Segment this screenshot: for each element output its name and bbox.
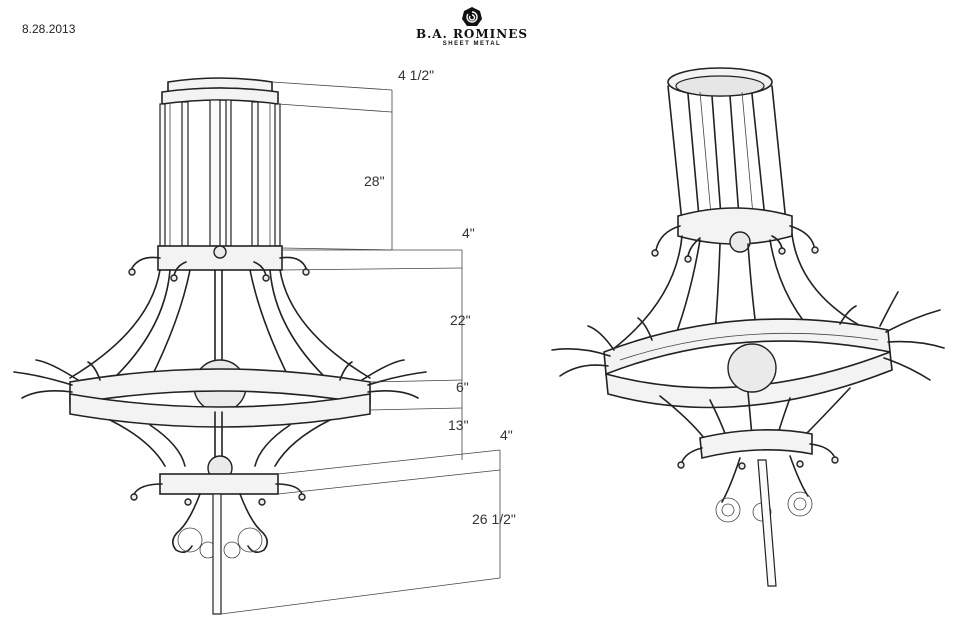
dim-lower-taper: 13" (448, 417, 469, 433)
dimension-lines (220, 81, 501, 615)
bell-arms (69, 269, 371, 383)
dim-top-band: 4 1/2" (398, 67, 434, 83)
perspective-scroll-finial (715, 455, 813, 587)
dim-lower-band: 4" (500, 427, 513, 443)
cage-rods (159, 99, 281, 247)
dim-finial: 26 1/2" (472, 511, 516, 527)
perspective-ring-spikes (551, 291, 945, 381)
logo-name: B.A. ROMINES (415, 27, 529, 41)
scroll-finial (172, 493, 268, 615)
dim-bell: 22" (450, 312, 471, 328)
drawing-date: 8.28.2013 (22, 22, 76, 36)
dim-cage: 28" (364, 173, 385, 189)
front-elevation (13, 77, 501, 615)
perspective-lower-taper (659, 387, 851, 439)
perspective-main-ring (603, 318, 893, 409)
lower-band (159, 473, 279, 495)
dim-main-ring: 6" (456, 379, 469, 395)
perspective-lower-candle-arms (677, 443, 839, 470)
logo-subtitle: SHEET METAL (442, 41, 502, 47)
perspective-view (551, 67, 945, 587)
perspective-lower-band (699, 429, 813, 459)
dim-upper-band: 4" (462, 225, 475, 241)
perspective-upper-candle-arms (651, 225, 819, 263)
company-logo: B.A. ROMINES SHEET METAL (412, 6, 532, 50)
rose-emblem-icon (461, 6, 483, 28)
main-ring (69, 368, 371, 428)
top-cap (161, 77, 279, 105)
upper-candle-arms (128, 245, 310, 282)
ring-spikes (13, 359, 427, 399)
lower-candle-arms (130, 483, 306, 506)
